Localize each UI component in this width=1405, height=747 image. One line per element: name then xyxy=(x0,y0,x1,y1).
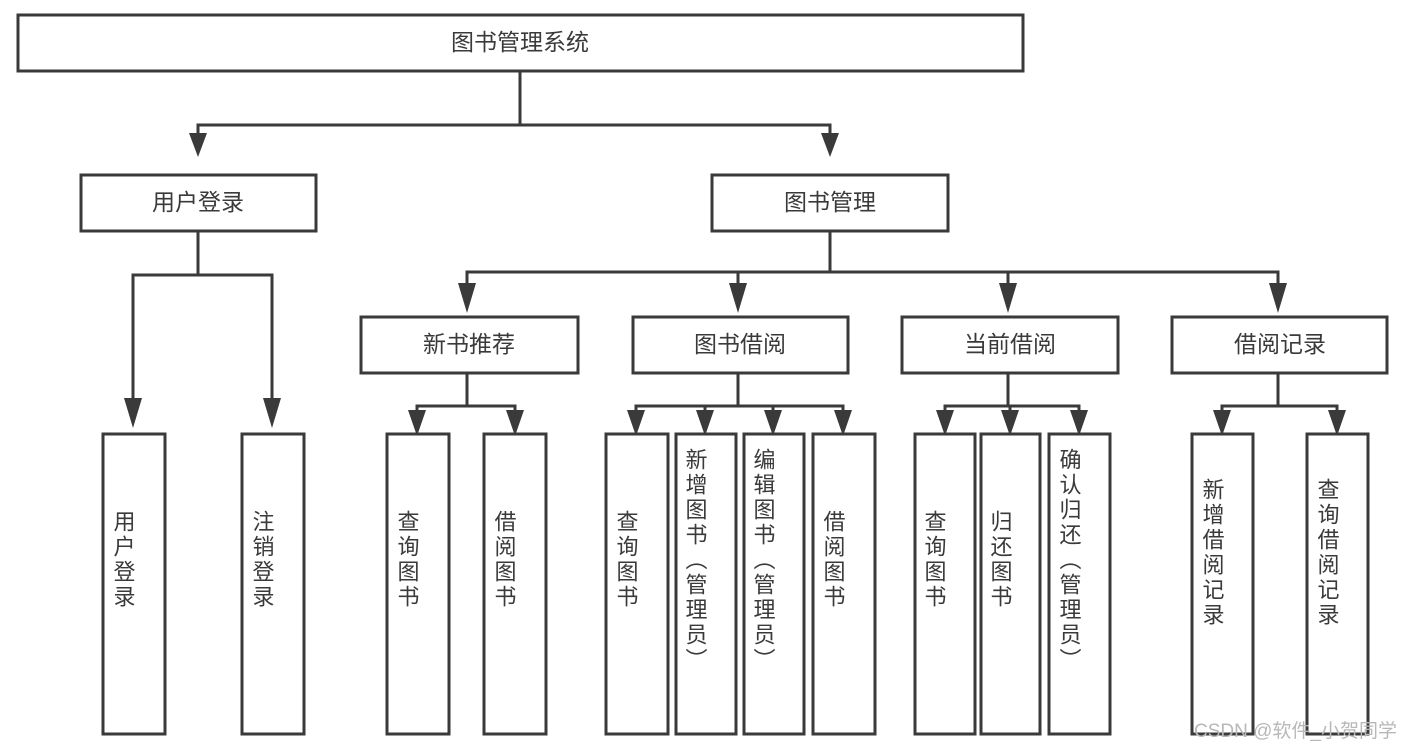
leaf-book-borrow-3-box[interactable] xyxy=(742,432,806,736)
arrow-br-leaf-2 xyxy=(1328,410,1346,436)
node-user-login-box[interactable] xyxy=(79,173,318,233)
leaf-new-book-2-label: 借阅图书 xyxy=(492,510,517,610)
leaf-current-borrow-1-label: 查询图书 xyxy=(922,510,947,610)
node-root[interactable]: 图书管理系统 xyxy=(16,13,1025,73)
leaf-new-book-2-box[interactable] xyxy=(482,432,548,736)
leaf-user-login-1[interactable] xyxy=(101,432,167,736)
arrow-to-borrow-record xyxy=(1269,283,1287,313)
node-root-label: 图书管理系统 xyxy=(451,29,589,55)
node-user-login-label: 用户登录 xyxy=(152,189,244,215)
node-book-manage[interactable]: 图书管理 xyxy=(710,173,950,233)
leaf-new-book-1-label: 查询图书 xyxy=(395,510,420,610)
arrow-cb-leaf-1 xyxy=(936,410,954,436)
leaf-new-book-1-box[interactable] xyxy=(385,432,451,736)
arrow-bb-leaf-3 xyxy=(764,410,782,436)
arrow-leaf-logout xyxy=(263,398,281,428)
leaf-book-borrow-4[interactable] xyxy=(811,432,877,736)
node-current-borrow-box[interactable] xyxy=(900,315,1120,375)
node-new-book-recommend[interactable]: 新书推荐 xyxy=(359,315,580,375)
leaf-current-borrow-2-label: 归还图书 xyxy=(988,510,1013,610)
leaf-current-borrow-1[interactable] xyxy=(913,432,977,736)
leaf-current-borrow-1-box[interactable] xyxy=(913,432,977,736)
leaf-current-borrow-3-label: 确认归还（管理员） xyxy=(1057,448,1082,673)
leaf-book-borrow-4-label: 借阅图书 xyxy=(821,510,846,610)
leaf-new-book-2[interactable] xyxy=(482,432,548,736)
arrow-bb-leaf-1 xyxy=(627,410,645,436)
leaf-book-borrow-1[interactable] xyxy=(604,432,670,736)
node-new-book-recommend-label: 新书推荐 xyxy=(423,331,515,357)
node-book-borrow[interactable]: 图书借阅 xyxy=(631,315,850,375)
leaf-user-login-1-label: 用户登录 xyxy=(111,510,136,610)
arrow-cb-leaf-3 xyxy=(1070,410,1088,436)
leaf-book-borrow-2[interactable] xyxy=(674,432,738,736)
leaf-label-layer: 用户登录 注销登录 查询图书 借阅图书 查询图书 新增图书（管理员） 编辑图书（… xyxy=(111,448,1340,673)
leaf-user-login-2[interactable] xyxy=(240,432,306,736)
arrow-leaf-user-login xyxy=(124,398,142,428)
arrow-bb-leaf-4 xyxy=(834,410,852,436)
node-borrow-record[interactable]: 借阅记录 xyxy=(1170,315,1389,375)
arrow-cb-leaf-2 xyxy=(1001,410,1019,436)
node-borrow-record-label: 借阅记录 xyxy=(1234,331,1326,357)
node-book-borrow-label: 图书借阅 xyxy=(694,331,786,357)
node-current-borrow[interactable]: 当前借阅 xyxy=(900,315,1120,375)
leaf-book-borrow-3-label: 编辑图书（管理员） xyxy=(751,448,776,673)
node-current-borrow-label: 当前借阅 xyxy=(964,331,1056,357)
arrow-bb-leaf-2 xyxy=(696,410,714,436)
leaf-borrow-record-2-label: 查询借阅记录 xyxy=(1315,478,1340,628)
leaf-current-borrow-3[interactable] xyxy=(1047,432,1112,736)
connector-layer xyxy=(124,68,1346,436)
leaf-borrow-record-2[interactable] xyxy=(1305,432,1370,736)
node-book-borrow-box[interactable] xyxy=(631,315,850,375)
leaf-current-borrow-3-box[interactable] xyxy=(1047,432,1112,736)
arrow-to-book-manage xyxy=(821,133,839,157)
node-borrow-record-box[interactable] xyxy=(1170,315,1389,375)
leaf-current-borrow-2-box[interactable] xyxy=(979,432,1042,736)
leaf-book-borrow-4-box[interactable] xyxy=(811,432,877,736)
arrow-nb-leaf-2 xyxy=(506,410,524,436)
leaf-new-book-1[interactable] xyxy=(385,432,451,736)
arrow-to-book-borrow xyxy=(729,283,747,313)
leaf-user-login-2-label: 注销登录 xyxy=(250,510,275,610)
node-book-manage-box[interactable] xyxy=(710,173,950,233)
leaf-book-borrow-1-box[interactable] xyxy=(604,432,670,736)
leaf-borrow-record-1-box[interactable] xyxy=(1190,432,1255,736)
node-new-book-recommend-box[interactable] xyxy=(359,315,580,375)
arrow-br-leaf-1 xyxy=(1213,410,1231,436)
leaf-user-login-2-box[interactable] xyxy=(240,432,306,736)
leaf-book-borrow-2-label: 新增图书（管理员） xyxy=(683,448,708,673)
node-book-manage-label: 图书管理 xyxy=(784,189,876,215)
leaf-book-borrow-2-box[interactable] xyxy=(674,432,738,736)
arrow-nb-leaf-1 xyxy=(408,410,426,436)
leaf-current-borrow-2[interactable] xyxy=(979,432,1042,736)
leaf-borrow-record-1-label: 新增借阅记录 xyxy=(1200,478,1225,628)
arrow-to-new-book xyxy=(458,283,476,313)
leaf-book-borrow-3[interactable] xyxy=(742,432,806,736)
node-user-login[interactable]: 用户登录 xyxy=(79,173,318,233)
leaf-borrow-record-1[interactable] xyxy=(1190,432,1255,736)
leaf-user-login-1-box[interactable] xyxy=(101,432,167,736)
leaf-book-borrow-1-label: 查询图书 xyxy=(614,510,639,610)
arrow-to-user-login xyxy=(189,133,207,157)
arrow-to-current-borrow xyxy=(999,283,1017,313)
node-root-box[interactable] xyxy=(16,13,1025,73)
leaf-borrow-record-2-box[interactable] xyxy=(1305,432,1370,736)
